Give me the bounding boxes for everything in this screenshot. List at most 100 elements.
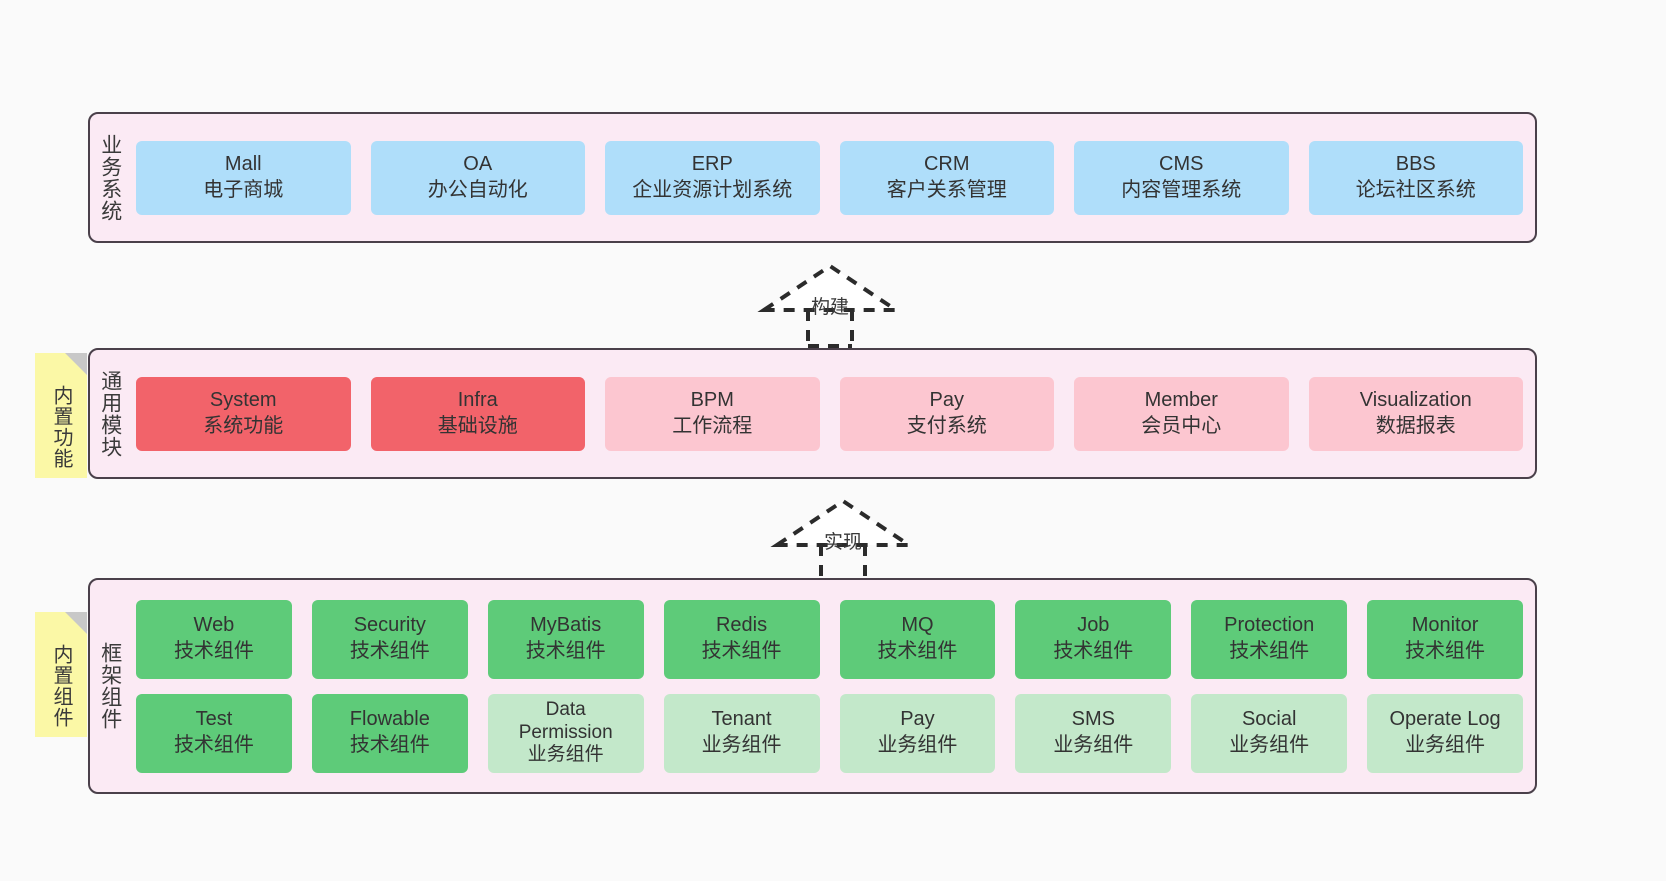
node-oa[interactable]: OA 办公自动化 bbox=[370, 140, 585, 215]
sticky-note-builtin-features: 内置功能 bbox=[35, 353, 87, 478]
node-protection[interactable]: Protection 技术组件 bbox=[1191, 599, 1348, 679]
cell-row: System 系统功能 Infra 基础设施 BPM 工作流程 Pay 支付系统… bbox=[136, 376, 1523, 451]
node-title-cont: Permission bbox=[518, 721, 613, 743]
node-subtitle: 企业资源计划系统 bbox=[632, 178, 793, 201]
node-data-permission[interactable]: Data Permission 业务组件 bbox=[487, 693, 644, 773]
cell-row: Test 技术组件 Flowable 技术组件 Data Permission … bbox=[136, 693, 1523, 773]
node-sms[interactable]: SMS 业务组件 bbox=[1015, 693, 1172, 773]
node-redis[interactable]: Redis 技术组件 bbox=[663, 599, 820, 679]
node-subtitle: 技术组件 bbox=[349, 734, 430, 756]
node-title: Infra bbox=[457, 388, 498, 411]
node-test[interactable]: Test 技术组件 bbox=[136, 693, 292, 773]
node-operate-log[interactable]: Operate Log 业务组件 bbox=[1367, 693, 1523, 773]
node-pay[interactable]: Pay 支付系统 bbox=[839, 376, 1054, 451]
arrow-shaft bbox=[806, 310, 854, 348]
node-erp[interactable]: ERP 企业资源计划系统 bbox=[605, 140, 820, 215]
node-mq[interactable]: MQ 技术组件 bbox=[839, 599, 996, 679]
node-mybatis[interactable]: MyBatis 技术组件 bbox=[487, 599, 644, 679]
node-title: Operate Log bbox=[1389, 708, 1501, 731]
node-title: ERP bbox=[691, 152, 733, 175]
node-title: CMS bbox=[1159, 152, 1204, 175]
node-mall[interactable]: Mall 电子商城 bbox=[136, 140, 351, 215]
node-subtitle: 技术组件 bbox=[525, 640, 606, 662]
node-title: Visualization bbox=[1359, 388, 1472, 411]
node-title: SMS bbox=[1071, 708, 1115, 731]
node-subtitle: 业务组件 bbox=[1053, 734, 1134, 756]
node-crm[interactable]: CRM 客户关系管理 bbox=[839, 140, 1054, 215]
sticky-note-builtin-components: 内置组件 bbox=[35, 612, 87, 737]
layer-common-modules: 通用模块 System 系统功能 Infra 基础设施 BPM 工作流程 Pay… bbox=[88, 348, 1537, 479]
node-subtitle: 业务组件 bbox=[527, 744, 604, 766]
node-subtitle: 办公自动化 bbox=[427, 178, 528, 201]
node-bpm[interactable]: BPM 工作流程 bbox=[605, 376, 820, 451]
arrow-head-triangle bbox=[757, 263, 903, 312]
node-title: Member bbox=[1144, 388, 1218, 411]
arrow-label-implement: 实现 bbox=[823, 532, 862, 553]
node-pay-business[interactable]: Pay 业务组件 bbox=[839, 693, 996, 773]
node-title: Tenant bbox=[711, 708, 772, 731]
node-title: MyBatis bbox=[530, 614, 602, 637]
node-subtitle: 支付系统 bbox=[906, 414, 987, 437]
node-subtitle: 业务组件 bbox=[701, 734, 782, 756]
node-subtitle: 技术组件 bbox=[173, 734, 254, 756]
arrow-build: 构建 bbox=[757, 262, 903, 348]
node-subtitle: 技术组件 bbox=[1053, 640, 1134, 662]
node-title: Test bbox=[195, 708, 233, 731]
node-subtitle: 客户关系管理 bbox=[886, 178, 1007, 201]
node-bbs[interactable]: BBS 论坛社区系统 bbox=[1308, 140, 1523, 215]
node-subtitle: 基础设施 bbox=[437, 414, 518, 437]
node-subtitle: 会员中心 bbox=[1141, 414, 1222, 437]
node-title: MQ bbox=[901, 614, 934, 637]
node-subtitle: 技术组件 bbox=[349, 640, 430, 662]
node-title: Data bbox=[545, 698, 586, 720]
node-security[interactable]: Security 技术组件 bbox=[311, 599, 468, 679]
sticky-note-label: 内置功能 bbox=[50, 384, 72, 469]
node-infra[interactable]: Infra 基础设施 bbox=[370, 376, 585, 451]
node-system[interactable]: System 系统功能 bbox=[136, 376, 351, 451]
node-title: CRM bbox=[923, 152, 970, 175]
node-title: Security bbox=[353, 614, 426, 637]
cell-row: Mall 电子商城 OA 办公自动化 ERP 企业资源计划系统 CRM 客户关系… bbox=[136, 140, 1523, 215]
sticky-note-label: 内置组件 bbox=[50, 643, 72, 728]
layer-label-business-systems: 业务系统 bbox=[98, 133, 122, 222]
node-subtitle: 工作流程 bbox=[672, 414, 753, 437]
node-title: System bbox=[209, 388, 277, 411]
node-flowable[interactable]: Flowable 技术组件 bbox=[311, 693, 468, 773]
node-title: BBS bbox=[1395, 152, 1436, 175]
node-title: Flowable bbox=[349, 708, 430, 731]
node-member[interactable]: Member 会员中心 bbox=[1074, 376, 1289, 451]
node-monitor[interactable]: Monitor 技术组件 bbox=[1367, 599, 1523, 679]
node-title: Mall bbox=[224, 152, 262, 175]
node-social[interactable]: Social 业务组件 bbox=[1191, 693, 1348, 773]
layer-label-framework-components: 框架组件 bbox=[98, 642, 122, 730]
layer-framework-components: 框架组件 Web 技术组件 Security 技术组件 MyBatis 技术组件… bbox=[88, 578, 1537, 794]
node-subtitle: 电子商城 bbox=[203, 178, 284, 201]
node-subtitle: 系统功能 bbox=[203, 414, 284, 437]
layer-body-business-systems: Mall 电子商城 OA 办公自动化 ERP 企业资源计划系统 CRM 客户关系… bbox=[130, 114, 1535, 241]
node-subtitle: 技术组件 bbox=[1405, 640, 1486, 662]
cell-row: Web 技术组件 Security 技术组件 MyBatis 技术组件 Redi… bbox=[136, 599, 1523, 679]
node-job[interactable]: Job 技术组件 bbox=[1015, 599, 1172, 679]
node-tenant[interactable]: Tenant 业务组件 bbox=[663, 693, 820, 773]
node-title: OA bbox=[463, 152, 493, 175]
node-web[interactable]: Web 技术组件 bbox=[136, 599, 292, 679]
node-title: Job bbox=[1077, 614, 1110, 637]
node-subtitle: 业务组件 bbox=[877, 734, 958, 756]
node-subtitle: 论坛社区系统 bbox=[1355, 178, 1476, 201]
node-title: Pay bbox=[929, 388, 964, 411]
node-subtitle: 数据报表 bbox=[1375, 414, 1456, 437]
arrow-head-triangle bbox=[770, 498, 916, 547]
arrow-label-build: 构建 bbox=[810, 297, 849, 318]
layer-body-common-modules: System 系统功能 Infra 基础设施 BPM 工作流程 Pay 支付系统… bbox=[130, 350, 1535, 477]
layer-body-framework-components: Web 技术组件 Security 技术组件 MyBatis 技术组件 Redi… bbox=[130, 580, 1535, 792]
node-subtitle: 技术组件 bbox=[173, 640, 254, 662]
node-title: Web bbox=[193, 614, 235, 637]
node-title: Redis bbox=[715, 614, 768, 637]
node-visualization[interactable]: Visualization 数据报表 bbox=[1308, 376, 1523, 451]
node-title: Protection bbox=[1224, 614, 1315, 637]
node-title: Pay bbox=[900, 708, 935, 731]
node-title: Monitor bbox=[1411, 614, 1479, 637]
node-subtitle: 技术组件 bbox=[701, 640, 782, 662]
node-subtitle: 业务组件 bbox=[1229, 734, 1310, 756]
node-cms[interactable]: CMS 内容管理系统 bbox=[1074, 140, 1289, 215]
